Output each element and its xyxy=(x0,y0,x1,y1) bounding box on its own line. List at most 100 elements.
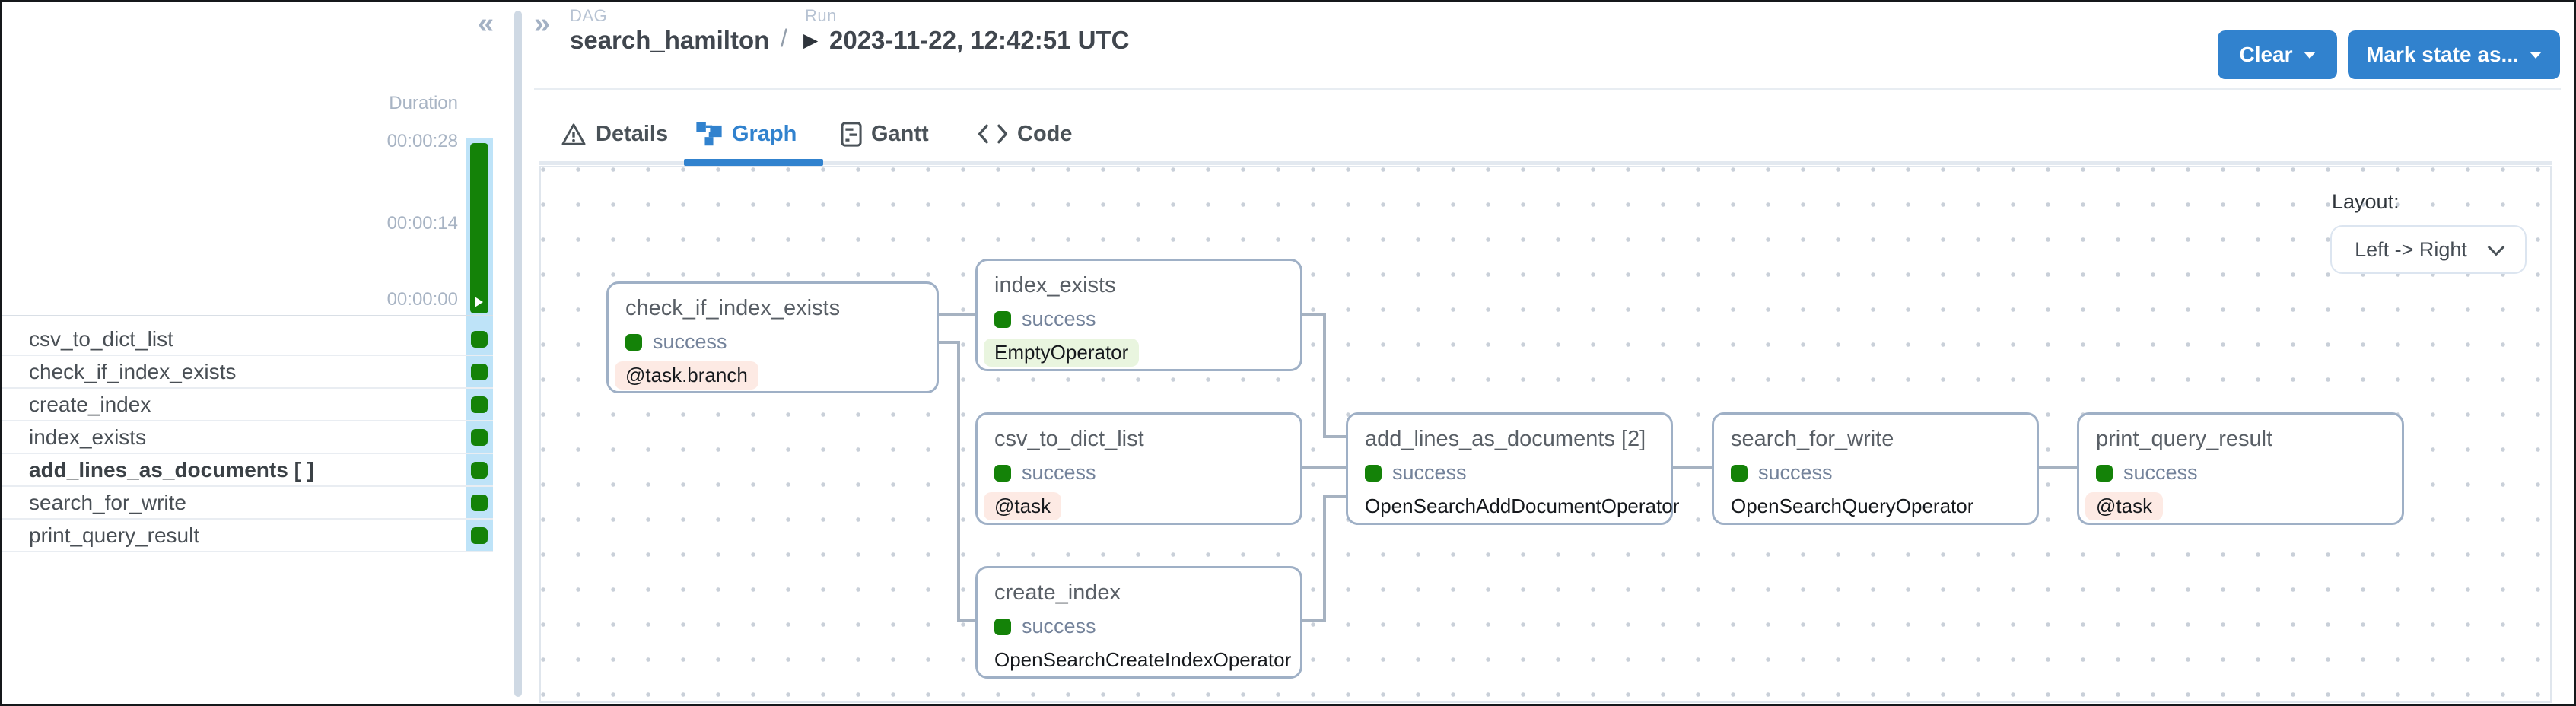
node-state-label: success xyxy=(1022,461,1096,484)
success-status-square xyxy=(1365,464,1382,482)
grid-task-label: add_lines_as_documents [ ] xyxy=(29,458,315,482)
task-instance-status-square[interactable] xyxy=(471,331,488,348)
breadcrumb-separator: / xyxy=(781,24,787,52)
tab-underline-track xyxy=(539,161,2552,165)
panel-splitter-handle[interactable] xyxy=(514,11,522,697)
edge-add_lines_as_documents-to-search_for_write xyxy=(1673,466,1712,469)
node-state-label: success xyxy=(1022,307,1096,330)
task-instance-status-square[interactable] xyxy=(471,364,488,380)
tab-details[interactable]: Details xyxy=(561,117,668,151)
layout-direction-value: Left -> Right xyxy=(2355,237,2467,261)
node-state-row: success xyxy=(625,330,920,354)
node-title: add_lines_as_documents [2] xyxy=(1365,427,1646,451)
node-state-label: success xyxy=(1758,461,1833,484)
grid-task-label: print_query_result xyxy=(29,523,200,547)
node-title: search_for_write xyxy=(1731,427,1894,451)
task-instance-status-square[interactable] xyxy=(471,495,488,511)
node-title: check_if_index_exists xyxy=(625,296,841,320)
node-state-label: success xyxy=(653,330,727,353)
expand-panel-icon[interactable]: » xyxy=(534,8,551,40)
node-state-row: success xyxy=(994,615,1283,638)
task-instance-status-square[interactable] xyxy=(471,527,488,544)
code-brackets-icon xyxy=(978,124,1008,144)
task-instance-status-square[interactable] xyxy=(471,462,488,479)
grid-task-row[interactable]: csv_to_dict_list xyxy=(2,323,493,356)
tab-details-label: Details xyxy=(596,121,669,146)
mark-state-as-label: Mark state as... xyxy=(2366,43,2519,66)
task-instance-status-square[interactable] xyxy=(471,429,488,446)
mark-state-as-button[interactable]: Mark state as... xyxy=(2348,30,2560,79)
edge-check_if_index_exists-to-create_index xyxy=(939,341,959,344)
node-title: index_exists xyxy=(994,273,1116,297)
breadcrumb-dag-name[interactable]: search_hamilton xyxy=(570,26,770,54)
node-operator-badge: @task xyxy=(2085,492,2164,520)
edge-create_index-to-add_lines_as_documents xyxy=(1323,495,1326,622)
tab-graph[interactable]: Graph xyxy=(695,117,797,151)
edge-index_exists-to-add_lines_as_documents xyxy=(1325,435,1346,438)
node-state-row: success xyxy=(994,307,1283,331)
breadcrumb-dag-label: DAG xyxy=(570,6,608,25)
edge-check_if_index_exists-to-create_index xyxy=(959,619,975,622)
success-status-square xyxy=(994,618,1011,635)
tab-gantt[interactable]: Gantt xyxy=(841,117,929,151)
collapse-panel-icon[interactable]: « xyxy=(478,8,495,40)
caret-down-icon xyxy=(2303,51,2316,59)
edge-create_index-to-add_lines_as_documents xyxy=(1325,495,1346,498)
duration-tick-14: 00:00:14 xyxy=(386,213,458,234)
edge-csv_to_dict_list-to-add_lines_as_documents xyxy=(1302,466,1346,469)
edge-check_if_index_exists-to-index_exists xyxy=(939,313,975,316)
grid-task-row[interactable]: add_lines_as_documents [ ] xyxy=(2,454,493,487)
grid-task-label: index_exists xyxy=(29,425,147,449)
grid-task-row[interactable]: print_query_result xyxy=(2,520,493,552)
node-operator-badge: OpenSearchAddDocumentOperator xyxy=(1365,495,1680,517)
node-title: csv_to_dict_list xyxy=(994,427,1144,451)
header-divider xyxy=(534,88,2561,90)
node-operator-badge: OpenSearchQueryOperator xyxy=(1731,495,1974,517)
node-operator-badge: @task.branch xyxy=(615,361,758,390)
active-tab-indicator xyxy=(684,159,823,166)
edge-create_index-to-add_lines_as_documents xyxy=(1302,619,1325,622)
warning-triangle-icon xyxy=(561,122,586,145)
grid-task-row[interactable]: index_exists xyxy=(2,421,493,454)
grid-task-row[interactable]: search_for_write xyxy=(2,487,493,520)
node-state-row: success xyxy=(2096,461,2385,485)
edge-check_if_index_exists-to-create_index xyxy=(957,341,960,622)
task-instance-status-square[interactable] xyxy=(471,396,488,413)
breadcrumb-run-label: Run xyxy=(805,6,837,25)
node-state-label: success xyxy=(1392,461,1467,484)
duration-tick-00: 00:00:00 xyxy=(386,289,458,310)
caret-down-icon xyxy=(2529,51,2542,59)
layout-direction-select[interactable]: Left -> Right xyxy=(2330,225,2527,274)
tab-code[interactable]: Code xyxy=(978,117,1073,151)
node-operator-badge: @task xyxy=(984,492,1062,520)
success-status-square xyxy=(625,333,642,351)
node-state-label: success xyxy=(2123,461,2198,484)
gantt-chart-icon xyxy=(841,121,862,147)
grid-task-row[interactable]: create_index xyxy=(2,389,493,421)
clear-button[interactable]: Clear xyxy=(2218,30,2337,79)
breadcrumb-run-timestamp[interactable]: 2023-11-22, 12:42:51 UTC xyxy=(829,26,1130,54)
grid-task-label: csv_to_dict_list xyxy=(29,327,173,351)
dag-run-duration-bar[interactable] xyxy=(470,143,488,313)
success-status-square xyxy=(994,464,1011,482)
grid-task-label: check_if_index_exists xyxy=(29,360,237,383)
node-state-label: success xyxy=(1022,615,1096,638)
grid-task-label: create_index xyxy=(29,393,151,416)
graph-nodes-icon xyxy=(696,122,722,146)
grid-header-separator xyxy=(2,315,493,316)
grid-task-row[interactable]: check_if_index_exists xyxy=(2,356,493,389)
success-status-square xyxy=(1731,464,1748,482)
edge-index_exists-to-add_lines_as_documents xyxy=(1323,313,1326,438)
clear-button-label: Clear xyxy=(2239,43,2293,66)
node-title: create_index xyxy=(994,580,1121,605)
chevron-down-icon xyxy=(2487,238,2505,256)
node-operator-badge: OpenSearchCreateIndexOperator xyxy=(994,648,1292,671)
